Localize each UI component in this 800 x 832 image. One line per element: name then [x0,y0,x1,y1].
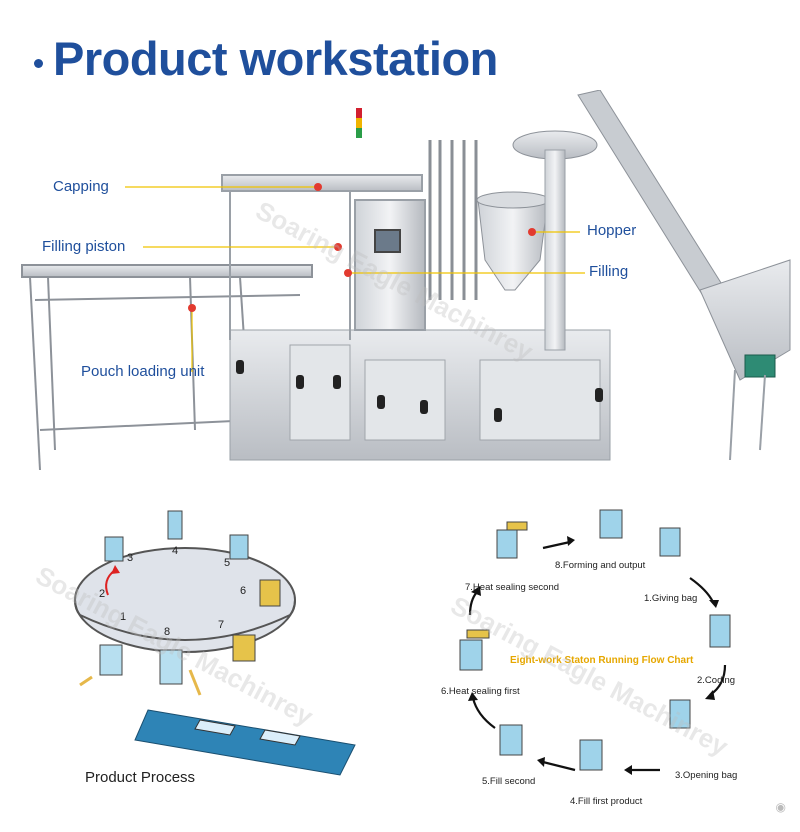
flow-chart-title: Eight-work Staton Running Flow Chart [510,655,694,666]
step-6-icon [459,639,483,671]
callout-lines [125,186,585,372]
flow-step-1: 1.Giving bag [644,593,698,604]
flow-step-4: 4.Fill first product [570,796,643,807]
station-number-2: 2 [99,588,106,600]
station-number-5: 5 [224,557,231,569]
step-8b-icon [599,509,623,539]
step-1-icon [659,527,681,557]
flow-step-6: 6.Heat sealing first [441,686,520,697]
product-process-label: Product Process [85,769,196,786]
flow-step-8: 8.Forming and output [555,560,646,571]
elevator-conveyor [577,90,791,461]
flow-step-5: 5.Fill second [482,776,536,787]
signal-tower [356,108,362,138]
step-4-icon [579,739,603,771]
flow-step-3: 3.Opening bag [675,770,738,781]
machine-cabinet [229,329,611,461]
machine-illustration: Capping Filling piston Pouch loading uni… [0,90,800,490]
step-3-icon [669,699,691,729]
station-number-8: 8 [164,626,171,638]
step-8-icon [496,529,518,559]
hopper [476,191,550,291]
station-number-6: 6 [240,585,247,597]
callout-filling-piston: Filling piston [42,238,126,255]
flow-chart: Eight-work Staton Running Flow Chart 1.G… [425,500,780,820]
station-number-1: 1 [120,611,127,623]
step-2-icon [709,614,731,648]
station-number-3: 3 [127,552,134,564]
page-title: Product workstation [34,30,498,86]
title-text: Product workstation [53,31,498,85]
station-number-7: 7 [218,619,225,631]
machine-drawing [21,90,791,471]
callout-hopper: Hopper [587,222,637,239]
flow-step-7: 7.Heat sealing second [465,582,560,593]
cap-feeder [512,130,598,351]
callout-filling: Filling [589,263,629,280]
filling-pistons [428,140,478,300]
callout-dots [188,183,536,312]
callout-pouch-loading-unit: Pouch loading unit [81,363,205,380]
upper-frame [221,174,426,340]
flow-step-2: 2.Coding [697,675,736,686]
product-process-diagram: 3 4 5 6 7 8 1 2 Product Process [20,495,390,815]
step-5-icon [499,724,523,756]
camera-icon: ◉ [775,800,786,814]
title-bullet [34,58,43,68]
callout-capping: Capping [53,178,109,195]
station-number-4: 4 [172,545,179,557]
flow-chart-drawing [459,509,731,775]
rotary-table-drawing [74,510,356,776]
